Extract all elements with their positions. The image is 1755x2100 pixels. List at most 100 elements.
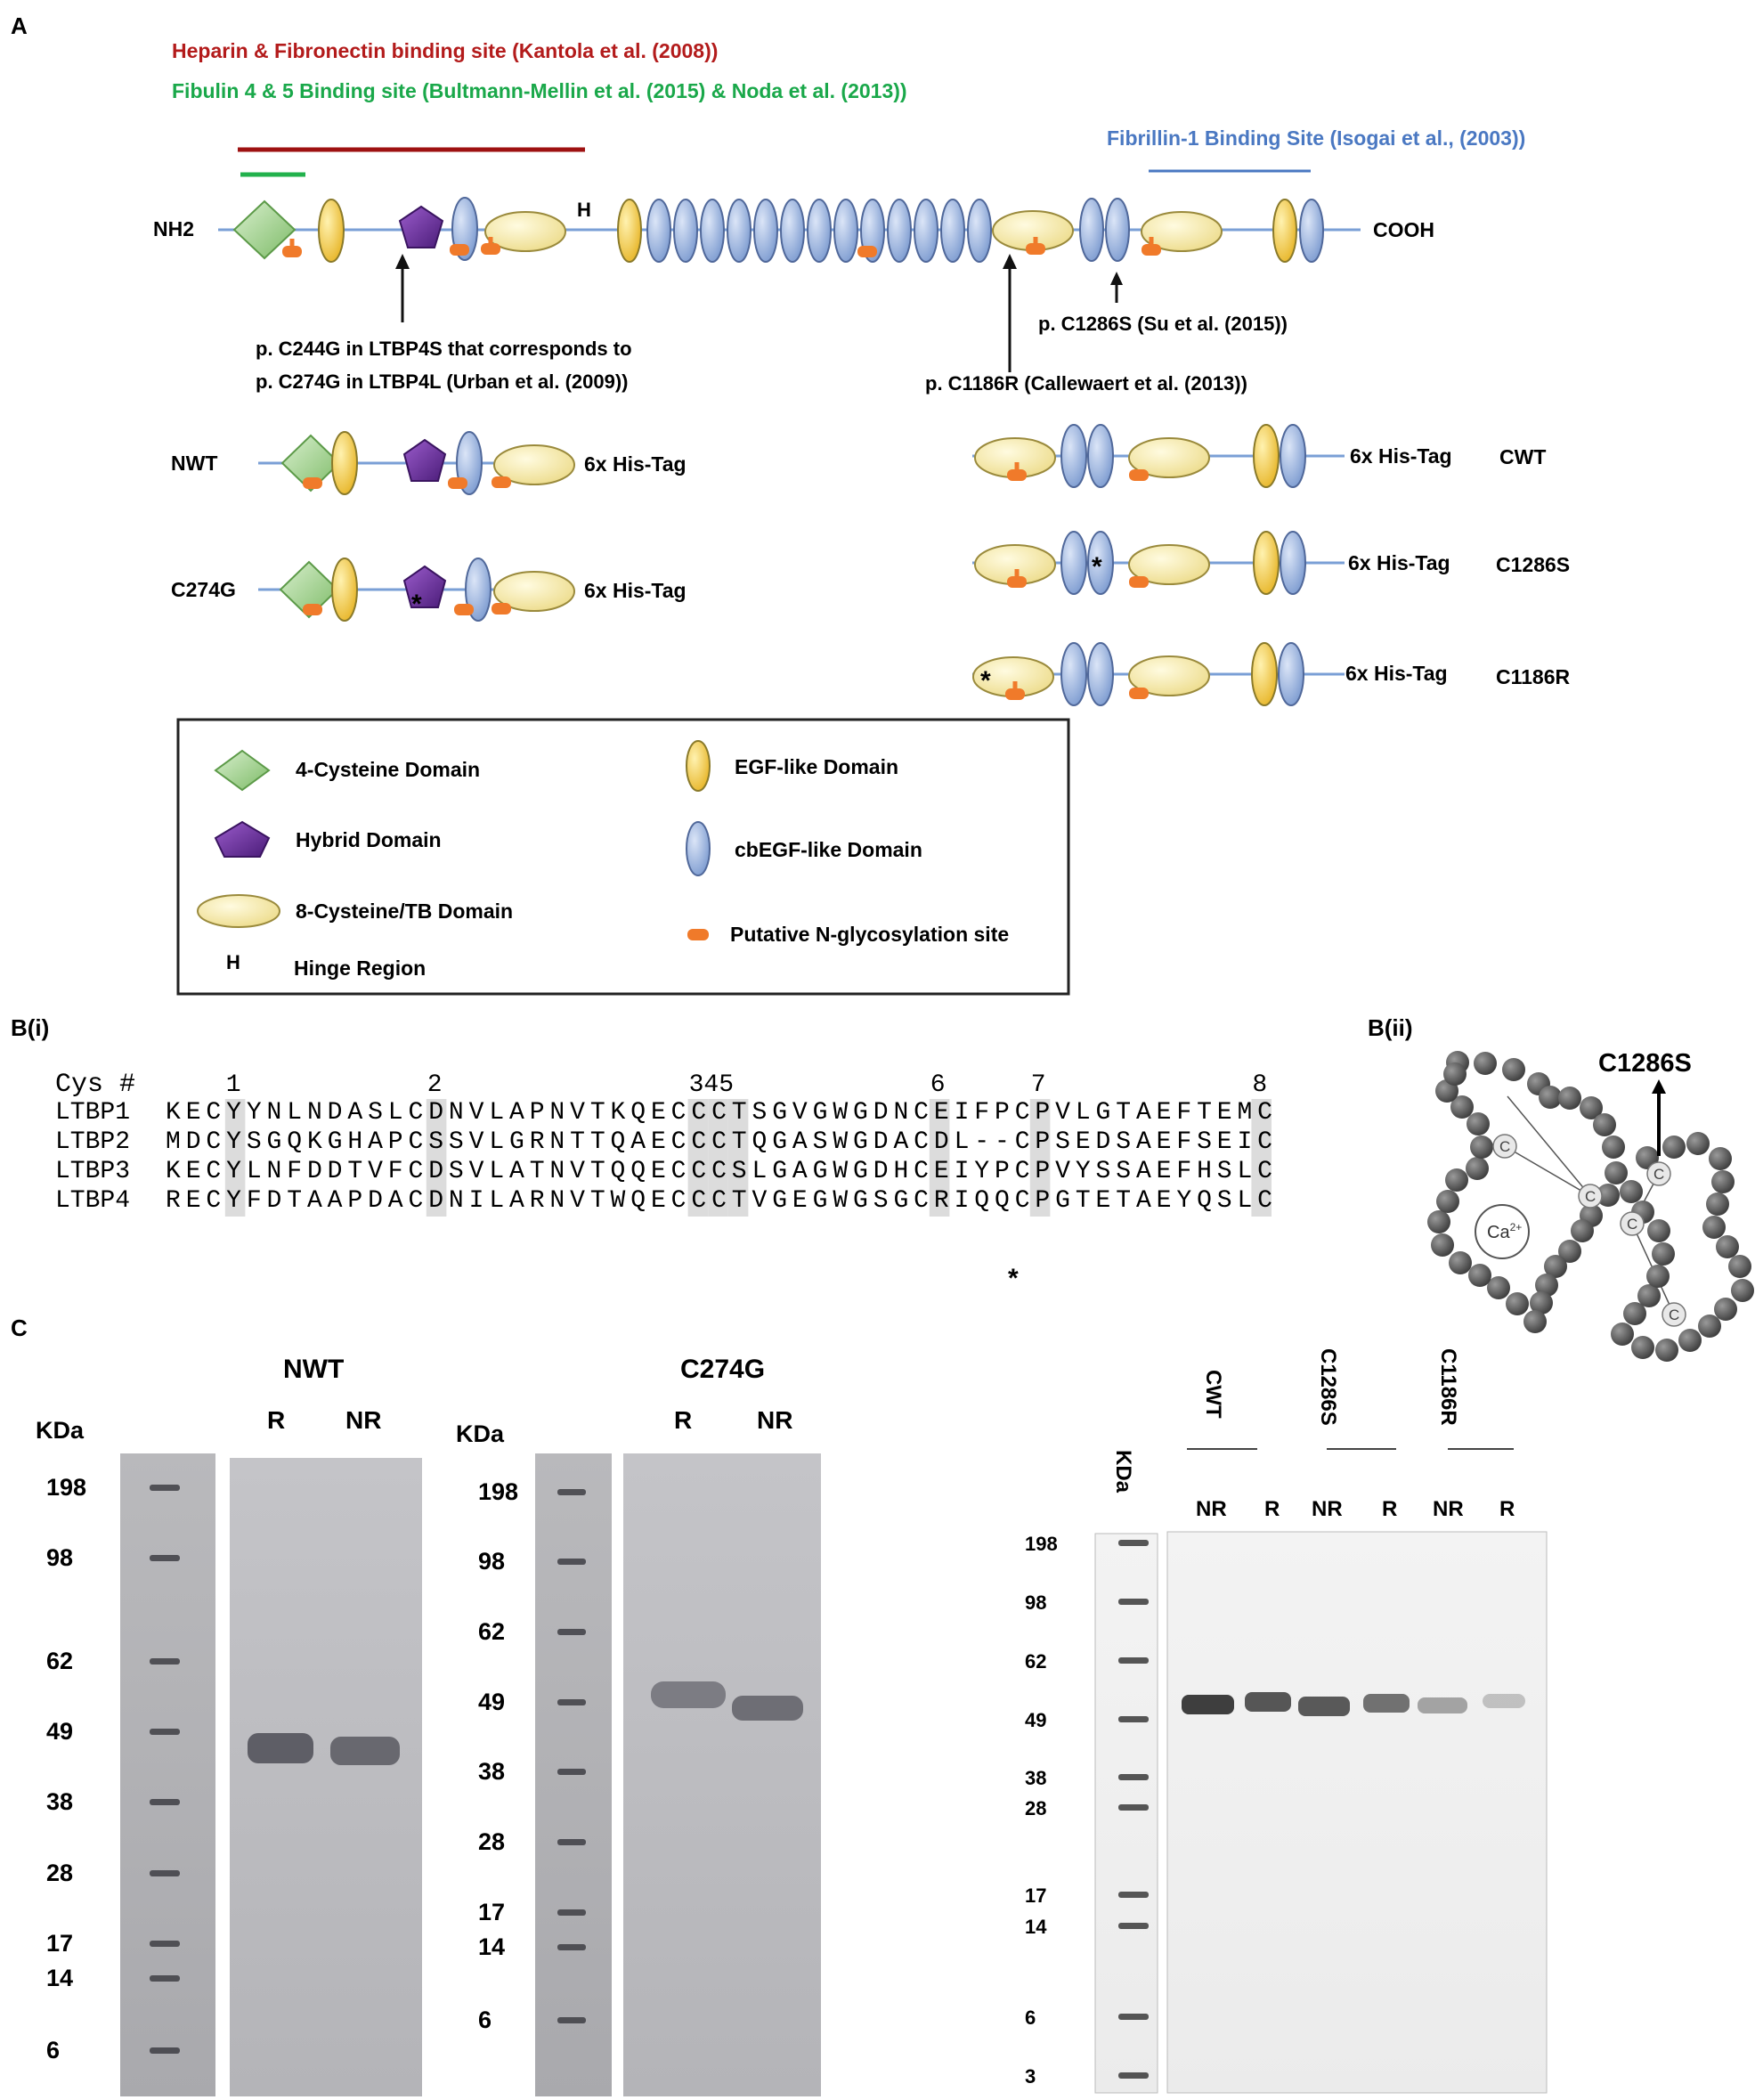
residue-bead: [1530, 1291, 1553, 1315]
residue-bead: [1443, 1062, 1467, 1086]
legend-hybrid-icon: [214, 820, 271, 858]
ladder-band: [1118, 1923, 1149, 1929]
ladder-band: [557, 1629, 586, 1635]
cysteine-bead: [1492, 1134, 1517, 1159]
residue-bead: [1728, 1255, 1751, 1278]
ladder-band: [150, 1555, 180, 1561]
ladder-band: [557, 1909, 586, 1916]
cysteine-bead: [1662, 1302, 1686, 1327]
ladder-band: [1118, 1657, 1149, 1664]
panel-label-bi: B(i): [11, 1014, 49, 1041]
gel-c274g-sample-area: [623, 1453, 821, 2096]
marker-label: 17: [1025, 1884, 1046, 1907]
legend-egf-icon: [686, 740, 711, 792]
ladder-band: [557, 2017, 586, 2023]
legend-box: [176, 718, 1070, 996]
cys-number: 1: [226, 1071, 241, 1099]
legend-cbegf-label: cbEGF-like Domain: [735, 838, 922, 861]
residue-bead: [1571, 1219, 1594, 1242]
lane-label: R: [1499, 1497, 1515, 1521]
disulfide-bond: [1504, 1145, 1591, 1197]
conserved-cys-column: [708, 1099, 728, 1217]
lane-label: NR: [1433, 1497, 1464, 1521]
lane-label: NR: [1196, 1497, 1227, 1521]
construct-c1186r-label: C1186R: [1496, 665, 1571, 688]
ladder-band: [150, 1658, 180, 1665]
marker-label: 49: [478, 1689, 505, 1715]
marker-label: 28: [46, 1860, 73, 1886]
ladder-band: [1118, 1774, 1149, 1780]
conserved-cys-column: [224, 1099, 246, 1217]
residue-bead: [1620, 1180, 1643, 1203]
gel-nwt-sample-area: [230, 1458, 422, 2096]
his-tag-label: 6x His-Tag: [1350, 444, 1452, 468]
marker-label: 198: [478, 1478, 518, 1505]
residue-bead: [1646, 1265, 1670, 1288]
gel-cterm-group-cwt: CWT: [1201, 1370, 1225, 1419]
ladder-band: [150, 1485, 180, 1491]
mutation-star: *: [980, 666, 991, 696]
construct-c274g-label: C274G: [171, 578, 236, 601]
marker-label: 17: [478, 1899, 505, 1925]
ladder-band: [150, 1975, 180, 1982]
tb-domain: [1141, 211, 1223, 252]
calcium-label: Ca2+: [1487, 1221, 1522, 1242]
residue-bead: [1709, 1147, 1732, 1170]
marker-label: 38: [478, 1758, 505, 1785]
alignment-row-name: LTBP3: [55, 1158, 130, 1185]
ladder-band: [150, 1941, 180, 1947]
glyco-site: [857, 246, 877, 257]
residue-bead: [1711, 1170, 1735, 1193]
residue-bead: [1539, 1086, 1562, 1109]
gel-cterm-group-c1186r: C1186R: [1436, 1348, 1460, 1426]
residue-bead: [1487, 1276, 1510, 1299]
gel-nwt-ladder: [120, 1453, 215, 2096]
egf-domain: [1272, 199, 1297, 263]
residue-bead: [1611, 1323, 1634, 1346]
egf-domain: [617, 199, 642, 263]
mutation-c244g-line2: p. C274G in LTBP4L (Urban et al. (2009)): [256, 370, 629, 393]
residue-bead: [1445, 1168, 1468, 1192]
marker-label: 98: [1025, 1591, 1046, 1614]
residue-bead: [1702, 1216, 1726, 1239]
ladder-band: [557, 1489, 586, 1495]
residue-bead: [1662, 1135, 1686, 1159]
marker-label: 98: [46, 1544, 73, 1571]
gel-cterm-band-cwt-r: [1245, 1692, 1291, 1712]
residue-bead: [1631, 1336, 1654, 1359]
alignment-row-name: LTBP1: [55, 1099, 130, 1127]
glyco-site: [1026, 243, 1045, 255]
his-tag-label: 6x His-Tag: [584, 452, 687, 476]
residue-bead: [1558, 1087, 1581, 1110]
mutation-star: *: [411, 590, 422, 619]
construct-nwt-label: NWT: [171, 452, 217, 475]
ladder-band: [150, 1799, 180, 1805]
marker-label: 38: [46, 1788, 73, 1815]
ladder-band: [150, 1729, 180, 1735]
residue-bead: [1470, 1135, 1493, 1159]
residue-bead: [1468, 1264, 1491, 1287]
marker-label: 14: [1025, 1916, 1047, 1938]
gel-cterm-band-c1186r-r: [1483, 1694, 1525, 1708]
marker-label: 14: [478, 1933, 505, 1960]
heparin-binding-label: Heparin & Fibronectin binding site (Kant…: [172, 39, 718, 62]
gel-nwt-lane-r: R: [267, 1406, 285, 1434]
nh2-label: NH2: [153, 217, 194, 240]
alignment-row-name: LTBP2: [55, 1128, 130, 1156]
gel-nwt-kda: KDa: [36, 1417, 85, 1444]
conserved-cys-column: [727, 1099, 749, 1217]
ladder-band: [557, 1769, 586, 1775]
alignment-row-sequence: KECYLNFDDTVFCDSVLATNVTQQECCCSLGAGWGDHCEI…: [166, 1158, 1272, 1185]
marker-label: 14: [46, 1965, 73, 1991]
legend-egf-label: EGF-like Domain: [735, 755, 898, 778]
gel-nwt-band-r: [248, 1733, 313, 1763]
residue-bead: [1602, 1135, 1625, 1159]
legend-tb-label: 8-Cysteine/TB Domain: [296, 899, 513, 923]
cbegf-repeat-array: [646, 199, 992, 263]
ladder-band: [1118, 1599, 1149, 1605]
mutation-star: *: [1092, 552, 1102, 582]
full-length-ltbp4: NH2 COOH H: [153, 197, 1434, 263]
residue-bead: [1431, 1233, 1454, 1257]
